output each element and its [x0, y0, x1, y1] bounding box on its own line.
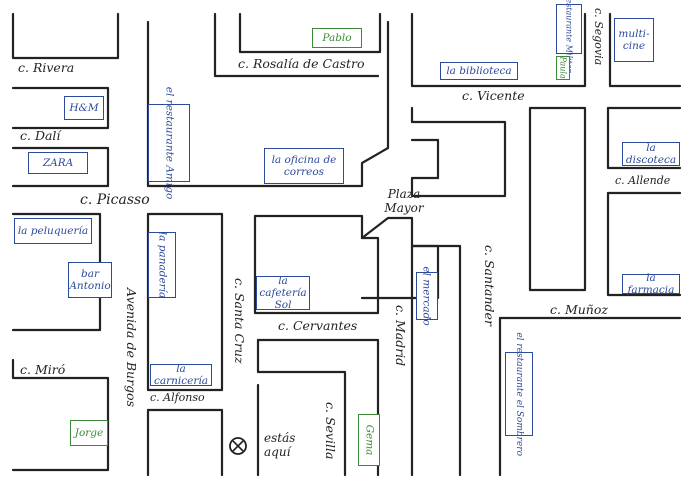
place-discoteca: la discoteca — [622, 142, 680, 166]
block-top-left — [11, 12, 120, 60]
street-dali: c. Dalí — [20, 128, 61, 143]
paula-text: Paula — [558, 56, 568, 80]
you-are-here-marker-icon — [229, 437, 247, 455]
place-hm: H&M — [64, 96, 104, 120]
block-santander-right — [528, 106, 587, 292]
place-mercado: el mercado — [416, 266, 438, 326]
block-cafeteria — [253, 214, 380, 315]
place-peluqueria: la peluquería — [14, 218, 92, 244]
block-biblioteca-top — [410, 12, 587, 88]
street-alfonso: c. Alfonso — [150, 391, 205, 404]
place-restaurante-sombrero: el restaurante el Sombrero — [505, 332, 533, 456]
block-left-zara — [11, 146, 110, 188]
place-panaderia: la panadería — [148, 232, 176, 298]
street-picasso: c. Picasso — [80, 192, 150, 208]
street-cervantes: c. Cervantes — [278, 318, 358, 333]
you-are-here-label: estás aquí — [264, 431, 296, 459]
restaurante-sombrero-text: el restaurante el Sombrero — [514, 332, 525, 456]
block-panaderia — [146, 212, 224, 392]
street-madrid: c. Madrid — [393, 305, 408, 367]
street-vicente: c. Vicente — [462, 88, 525, 103]
place-multicine: multi-cine — [614, 18, 654, 62]
place-restaurante-amigo: el restaurante Amigo — [148, 87, 190, 199]
street-santa-cruz: c. Santa Cruz — [232, 278, 247, 364]
block-pablo — [238, 12, 382, 54]
street-munoz: c. Muñoz — [550, 302, 608, 317]
street-rosalia: c. Rosalía de Castro — [238, 56, 365, 71]
street-segovia: c. Segovia — [592, 8, 605, 66]
block-multicine — [608, 12, 682, 88]
plaza-mayor-label: Plaza Mayor — [384, 187, 424, 215]
restaurante-amigo-text: el restaurante Amigo — [163, 86, 176, 200]
street-avenida-burgos: Avenida de Burgos — [124, 288, 139, 407]
gema-text: Gema — [363, 424, 376, 456]
place-paula: Paula — [556, 56, 570, 80]
panaderia-text: la panadería — [156, 231, 169, 299]
street-santander: c. Santander — [482, 245, 497, 326]
place-zara: ZARA — [28, 152, 88, 174]
place-restaurante-militar: el restaurante Militar — [556, 0, 582, 73]
place-farmacia: la farmacia — [622, 272, 680, 296]
place-oficina-correos: la oficina de correos — [264, 148, 344, 184]
place-cafeteria-sol: la cafetería Sol — [256, 275, 310, 311]
block-rosalia-top — [213, 12, 380, 78]
block-farmacia-side — [606, 191, 682, 297]
block-alfonso-south — [146, 408, 224, 477]
block-left-hm — [11, 86, 110, 130]
block-plaza-right — [410, 106, 507, 198]
block-mercado — [410, 244, 462, 477]
street-rivera: c. Rivera — [18, 60, 75, 75]
mercado-text: el mercado — [421, 266, 434, 326]
place-pablo: Pablo — [312, 28, 362, 48]
block-discoteca — [606, 106, 682, 170]
block-sevilla-west — [256, 338, 347, 477]
place-carniceria: la carnicería — [150, 363, 212, 387]
block-plaza-ne — [410, 138, 440, 180]
place-gema: Gema — [358, 414, 380, 466]
place-biblioteca: la biblioteca — [440, 62, 518, 80]
street-sevilla: c. Sevilla — [323, 402, 338, 460]
place-jorge: Jorge — [70, 420, 108, 446]
street-allende: c. Allende — [615, 174, 671, 187]
place-bar-antonio: bar Antonio — [68, 262, 112, 298]
street-miro: c. Miró — [20, 362, 66, 377]
block-miro — [11, 358, 110, 472]
